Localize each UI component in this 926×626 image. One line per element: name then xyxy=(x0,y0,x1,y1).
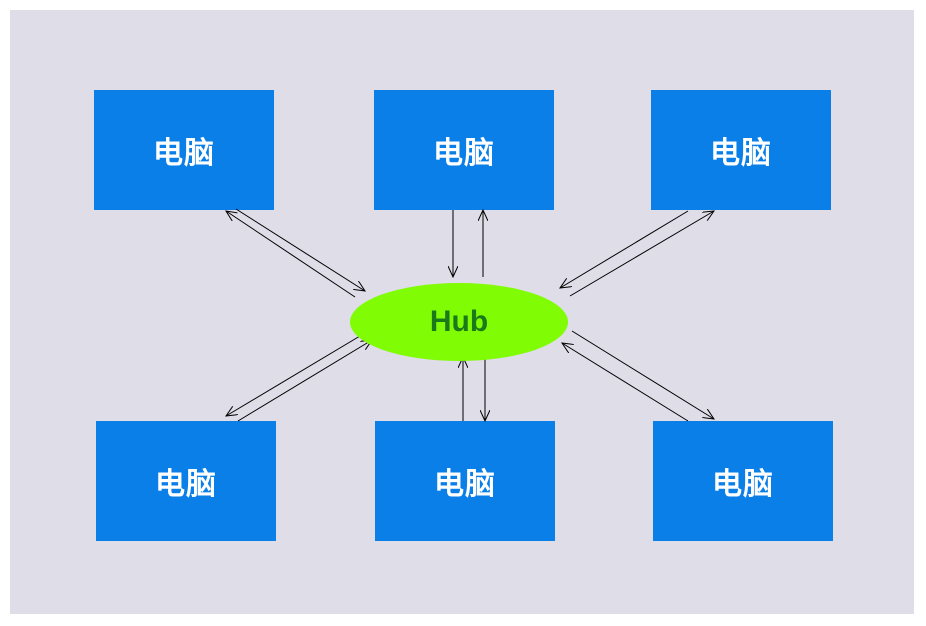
arrow-top-right-to-hub xyxy=(560,210,689,288)
computer-label: 电脑 xyxy=(712,467,774,502)
arrow-hub-to-top-right xyxy=(569,211,714,297)
computer-label: 电脑 xyxy=(153,136,215,171)
computer-node-top-left: 电脑 xyxy=(94,90,274,210)
arrow-bottom-left-to-hub xyxy=(237,340,372,422)
computer-node-top-center: 电脑 xyxy=(374,90,554,210)
computer-label: 电脑 xyxy=(433,136,495,171)
arrow-hub-to-bottom-left xyxy=(226,335,361,416)
computer-node-bottom-center: 电脑 xyxy=(375,421,555,541)
connection-arrows xyxy=(10,208,914,614)
computer-label: 电脑 xyxy=(434,467,496,502)
computer-label: 电脑 xyxy=(155,467,217,502)
arrow-hub-to-bottom-right xyxy=(571,330,714,419)
computer-label: 电脑 xyxy=(710,136,772,171)
hub-node: Hub xyxy=(350,283,568,361)
computer-node-top-right: 电脑 xyxy=(651,90,831,210)
computer-node-bottom-left: 电脑 xyxy=(96,421,276,541)
diagram-canvas: 电脑 电脑 电脑 电脑 电脑 电脑 xyxy=(10,10,914,614)
arrow-hub-to-top-left xyxy=(226,211,356,298)
hub-label: Hub xyxy=(429,305,489,338)
arrow-bottom-right-to-hub xyxy=(562,343,689,422)
computer-node-bottom-right: 电脑 xyxy=(653,421,833,541)
arrow-top-left-to-hub xyxy=(235,208,365,291)
